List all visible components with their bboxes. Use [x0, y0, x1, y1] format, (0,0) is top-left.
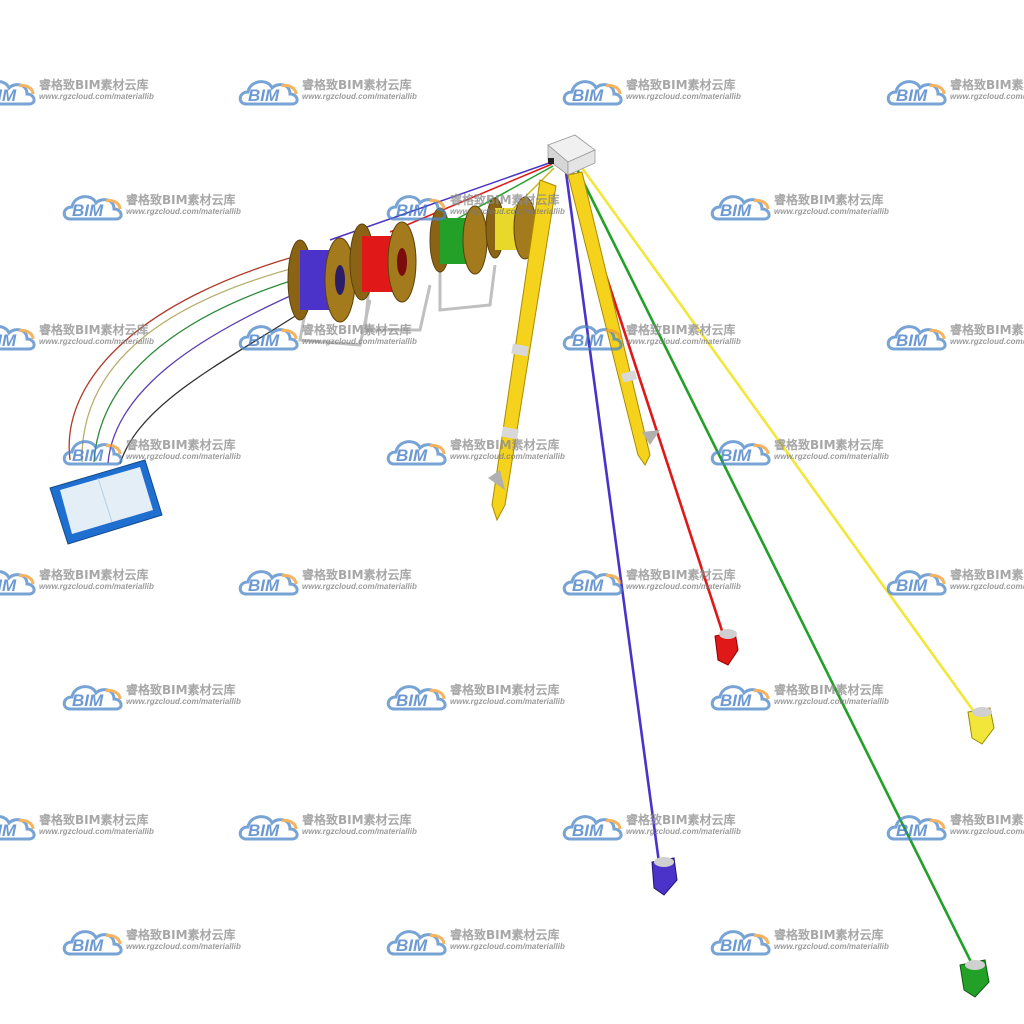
- sensor-probe-blue: [651, 857, 678, 896]
- inclinometer-probe-short: [567, 171, 660, 466]
- green-sensor-cable: [573, 164, 977, 971]
- sensor-probe-green: [959, 959, 990, 998]
- cable-reel-red: [349, 221, 432, 332]
- sensor-probe-yellow: [967, 707, 995, 745]
- yellow-sensor-cable: [578, 164, 982, 721]
- cable-reel-yellow: [485, 196, 537, 260]
- blue-sensor-cable: [563, 164, 662, 871]
- sensor-probe-red: [714, 629, 739, 666]
- inclinometer-probe-long: [488, 179, 557, 522]
- cable-reel-blue: [287, 237, 372, 347]
- cable-reel-green: [429, 205, 497, 312]
- readout-tablet-icon: [49, 459, 163, 545]
- sensor-cables: [563, 164, 982, 971]
- tablet-lead-cables: [68, 254, 321, 465]
- junction-box-icon: [547, 134, 596, 176]
